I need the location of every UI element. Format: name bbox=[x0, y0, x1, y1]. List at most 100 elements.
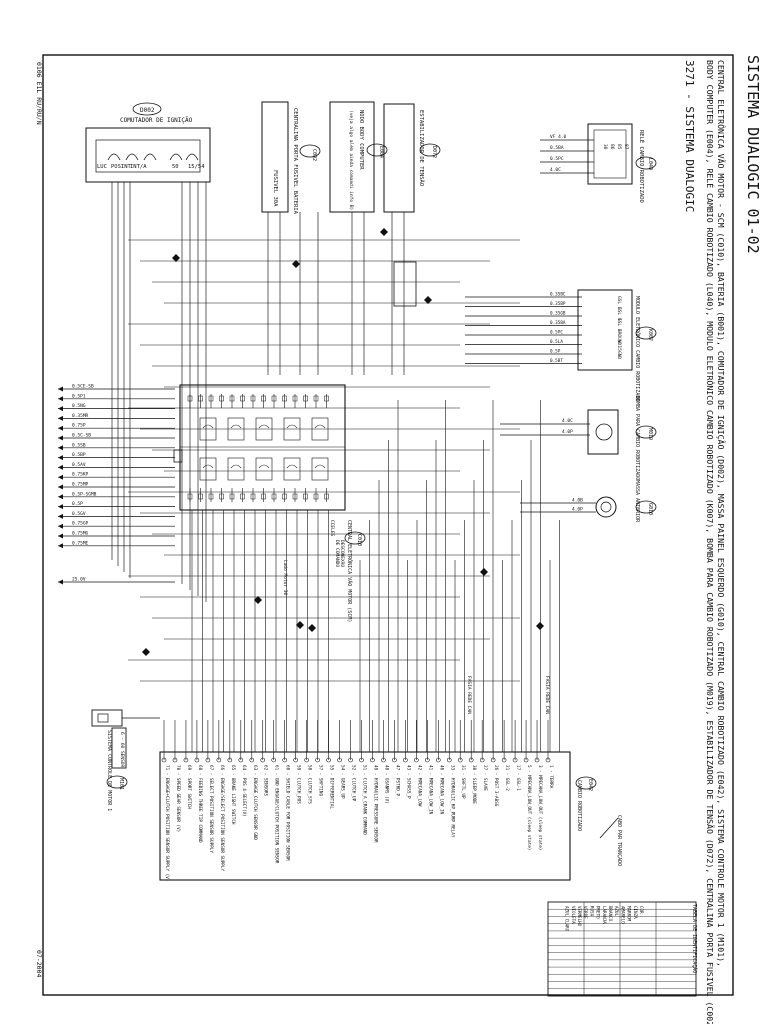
arrow-icon bbox=[58, 386, 63, 392]
table-row-label: VERMELHO bbox=[577, 906, 582, 927]
pump-m019: BOMBA PARA CAMBIO ROBOTIZADO M019 bbox=[587, 396, 657, 480]
arrow-icon bbox=[58, 504, 63, 510]
arrow-icon bbox=[58, 435, 63, 441]
ignition-label: COMUTADOR DE IGNIÇÃO bbox=[120, 117, 193, 124]
e042-pin-label: 60 - SHIELD CABLE FOR POSITION SENSOR bbox=[285, 765, 291, 861]
fuse-sub: FUSIVEL 30A bbox=[272, 170, 278, 207]
e042-pin-label: 61 - GND ENGAGE/CLUTCH POSITION SENSOR bbox=[274, 765, 280, 864]
table-row-label: CINZA bbox=[633, 906, 638, 919]
arrow-icon bbox=[58, 406, 63, 412]
arrow-icon bbox=[58, 415, 63, 421]
relay-l040: RELÉ CAMBIO ROBOTIZADO L040 bbox=[587, 123, 657, 203]
e042-pin-label: 62 - SENSORS bbox=[263, 765, 269, 796]
e042-pin-label: 41 - MPECANA_LOW_IN bbox=[427, 765, 433, 815]
fuse-code: C002 bbox=[311, 149, 317, 161]
tcu-module: MODULO ELETRÔNICO CAMBIO ROBOTIZADO K007 bbox=[577, 289, 657, 401]
relay-wire-label: VF 4.0 bbox=[550, 134, 567, 140]
k007-wire-label: 0.5BT bbox=[550, 358, 563, 364]
table-row-label: VERDE bbox=[583, 906, 588, 919]
ignition-pin-1554: 15/54 bbox=[188, 164, 205, 170]
description-line-2: BODY COMPUTER (E004), RELÉ CAMBIO ROBOTI… bbox=[705, 60, 716, 1024]
page-frame bbox=[42, 54, 734, 996]
scm-c010: C010 CENTRAL ELETRÔNICA VÃO MOTOR (SCM) … bbox=[173, 384, 366, 622]
left-wire-label: 0.75GP bbox=[72, 521, 89, 527]
arrow-icon bbox=[58, 533, 63, 539]
k007-code: K007 bbox=[647, 329, 653, 341]
body-code: E004 bbox=[378, 146, 384, 158]
table-row-label: ROSA bbox=[589, 906, 594, 917]
e042-pin-label: 17 - GSL-1 bbox=[515, 765, 521, 791]
can-note-1: FASIA REDE CAN bbox=[544, 676, 550, 714]
engine-control-m101: M101 SISTEMA CONTROLE DE MOTOR 1 6 - 60 … bbox=[91, 709, 128, 811]
ignition-pin-50: 50 bbox=[172, 164, 179, 170]
junction-node bbox=[424, 296, 432, 304]
e042-pin-label: 49 - HYDRAULIC PRESSURE SENSOR bbox=[372, 765, 378, 843]
relay-wire-label: 4.0C bbox=[550, 167, 561, 173]
voltage-stabilizer: ESTABILIZADOR DE TENSÃO D072 bbox=[383, 103, 441, 213]
e042-pin-label: 48 - GSANMS (V) bbox=[383, 765, 389, 804]
relay-pin: 87 bbox=[623, 144, 629, 150]
e042-pin-label: 55 - DIFFERENTIAL bbox=[329, 765, 335, 809]
table-row-label: AMARELO bbox=[620, 906, 625, 924]
k007-pin: + 15 bbox=[616, 340, 622, 351]
stab-code: D072 bbox=[431, 146, 437, 158]
arrow-icon bbox=[58, 474, 63, 480]
scm-note-3: DE COMANDO bbox=[334, 540, 340, 567]
table-row-label: BRANCO bbox=[608, 906, 613, 922]
e042-pin-label: 68 - FEEDING THREE TIP COMMAND bbox=[197, 765, 203, 843]
e042-pin-label: 3 - MPECANA_LOW_OUT (sleep state) bbox=[537, 765, 543, 850]
arrow-icon bbox=[58, 543, 63, 549]
left-wire-label: 0.5P-SGMB bbox=[72, 491, 97, 497]
k007-pin: GROUND bbox=[616, 329, 622, 346]
k007-wire-label: 0.5LA bbox=[550, 339, 563, 345]
arrow-icon bbox=[58, 494, 63, 500]
diagram-subtitle: 3271 - SISTEMA DUALOGIC bbox=[683, 60, 696, 212]
k007-wire-label: 0.35BP bbox=[550, 301, 566, 307]
left-wire-label: 0.75P bbox=[72, 423, 86, 429]
ignition-switch: D002 COMUTADOR DE IGNIÇÃO LUC POSINT INT… bbox=[85, 102, 211, 183]
g010-label: MASSA ANTERIOR bbox=[634, 480, 640, 523]
junction-node bbox=[172, 254, 180, 262]
can-note-2: FASIA REDE CAN bbox=[466, 676, 472, 714]
relay-code: L040 bbox=[647, 158, 653, 170]
e042-pin-label: 47 - PSTHD_P bbox=[394, 765, 400, 796]
left-wire-label: 0.5P1 bbox=[72, 393, 86, 399]
body-computer: NODO BODY COMPUTER (veja algo além ainda… bbox=[329, 101, 388, 213]
table-row-label: AZUL bbox=[614, 906, 619, 917]
relay-wire-label: 0.5PC bbox=[550, 156, 564, 162]
e042-label: CAMBIO ROBOTIZADO bbox=[576, 780, 582, 831]
junction-node bbox=[142, 648, 150, 656]
relay-wire-label: 0.5BA bbox=[550, 145, 564, 151]
e042-pin-label: 54 - GEARS_UP bbox=[340, 765, 346, 799]
e042-pin-label: 21 - GSL-2 bbox=[504, 765, 510, 791]
k007-wire-label: 0.35BA bbox=[550, 320, 566, 326]
table-row-label: COR bbox=[639, 906, 644, 914]
scm-note-2: DESCONEXÃO bbox=[339, 540, 346, 567]
k007-pin: GSL 3 bbox=[616, 318, 622, 332]
table-row-label: MARROM bbox=[627, 906, 632, 922]
e042-pin-label: 67 - SELECT POSITION SENSOR SUPPLY bbox=[208, 765, 214, 853]
arrow-icon bbox=[58, 425, 63, 431]
wire-harness bbox=[111, 182, 560, 752]
junction-node bbox=[292, 260, 300, 268]
left-wire-label: 0.75KP bbox=[72, 472, 89, 478]
table-row-label: AZUL CLARO bbox=[565, 906, 570, 932]
e042-pin-label: 5 - MPECANA_LOW_OUT (sleep state) bbox=[526, 765, 532, 850]
e042-pin-label: 63 - ENGAGE_CLUTCH SENSOR GND bbox=[252, 765, 258, 840]
relay-label: RELÉ CAMBIO ROBOTIZADO bbox=[638, 130, 646, 203]
e042-pin-label: 1 - TERRA bbox=[548, 765, 554, 789]
left-wire-label: 0.75MG bbox=[72, 531, 89, 537]
m019-wire-label: 4.0C bbox=[562, 418, 573, 424]
m101-code: M101 bbox=[118, 778, 124, 790]
m019-wire-label: 4.0P bbox=[562, 429, 573, 435]
table-title: TABELA DE IDENTIFICAÇÃO bbox=[691, 904, 698, 973]
arrow-icon bbox=[58, 484, 63, 490]
e042-pin-label: 40 - MPECANA_LOW_IN bbox=[438, 765, 444, 815]
body-sub: (veja algo além ainda comandi info B) bbox=[348, 110, 355, 210]
e042-pin-label: 31 - SHFTL_UP bbox=[460, 765, 466, 799]
ignition-pin-luc: LUC bbox=[97, 164, 107, 170]
arrow-icon bbox=[58, 464, 63, 470]
left-wire-label: 0.5SB bbox=[72, 442, 86, 448]
drawing-date: 07-2004 bbox=[35, 950, 43, 977]
k007-wire-label: 0.35BC bbox=[550, 292, 566, 298]
